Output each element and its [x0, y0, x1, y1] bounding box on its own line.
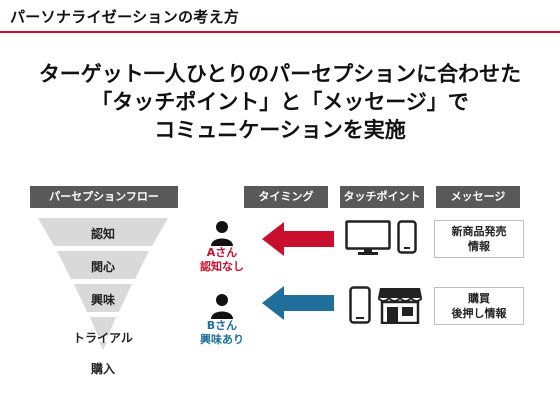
message-b-line-1: 購買 [468, 292, 490, 305]
persona-b-status: 興味あり [200, 333, 244, 346]
store-icon [378, 288, 422, 324]
smartphone-icon [397, 220, 417, 254]
arrow-left-icon [262, 286, 334, 320]
headline-line-3: コミュニケーションを実施 [154, 118, 406, 142]
funnel-segment-4 [90, 317, 116, 336]
message-box-a: 新商品発売 情報 [434, 220, 524, 258]
persona-b: Bさん 興味あり [192, 293, 252, 347]
persona-a: Aさん 認知なし [192, 220, 252, 274]
column-header-perception-flow: パーセプションフロー [30, 186, 178, 208]
person-icon [211, 294, 233, 319]
funnel-stage-interest: 関心 [90, 260, 115, 274]
arrow-left-icon [262, 222, 334, 256]
funnel-segment-3 [74, 284, 132, 312]
tv-icon [345, 220, 391, 255]
persona-a-status: 認知なし [200, 260, 244, 273]
message-box-b: 購買 後押し情報 [434, 287, 524, 325]
funnel-stage-purchase: 購入 [90, 362, 115, 376]
message-b-line-2: 後押し情報 [451, 307, 507, 320]
smartphone-icon [349, 286, 371, 324]
funnel-stage-awareness: 認知 [90, 227, 115, 241]
persona-a-name: Aさん [206, 246, 238, 259]
funnel-graphic [38, 218, 168, 350]
headline-line-2: 「タッチポイント」と「メッセージ」で [91, 90, 469, 114]
persona-b-name: Bさん [206, 319, 238, 332]
headline-line-1: ターゲット一人ひとりのパーセプションに合わせた [38, 62, 522, 86]
funnel-segment-2 [57, 251, 149, 279]
message-a-line-2: 情報 [468, 240, 490, 253]
funnel-stage-desire: 興味 [90, 293, 115, 307]
funnel-segment-1 [38, 218, 168, 246]
perception-funnel: 認知 関心 興味 トライアル 購入 [38, 216, 168, 376]
column-header-timing: タイミング [244, 186, 328, 208]
person-icon [211, 221, 233, 246]
funnel-segment-5 [99, 342, 107, 350]
column-header-touchpoint: タッチポイント [340, 186, 424, 208]
funnel-stage-trial: トライアル [73, 331, 133, 345]
slide-title: パーソナライゼーションの考え方 [10, 8, 240, 26]
headline: ターゲット一人ひとりのパーセプションに合わせた 「タッチポイント」と「メッセージ… [0, 60, 560, 144]
column-header-message: メッセージ [436, 186, 520, 208]
title-divider [0, 31, 560, 33]
message-a-line-1: 新商品発売 [451, 225, 507, 238]
